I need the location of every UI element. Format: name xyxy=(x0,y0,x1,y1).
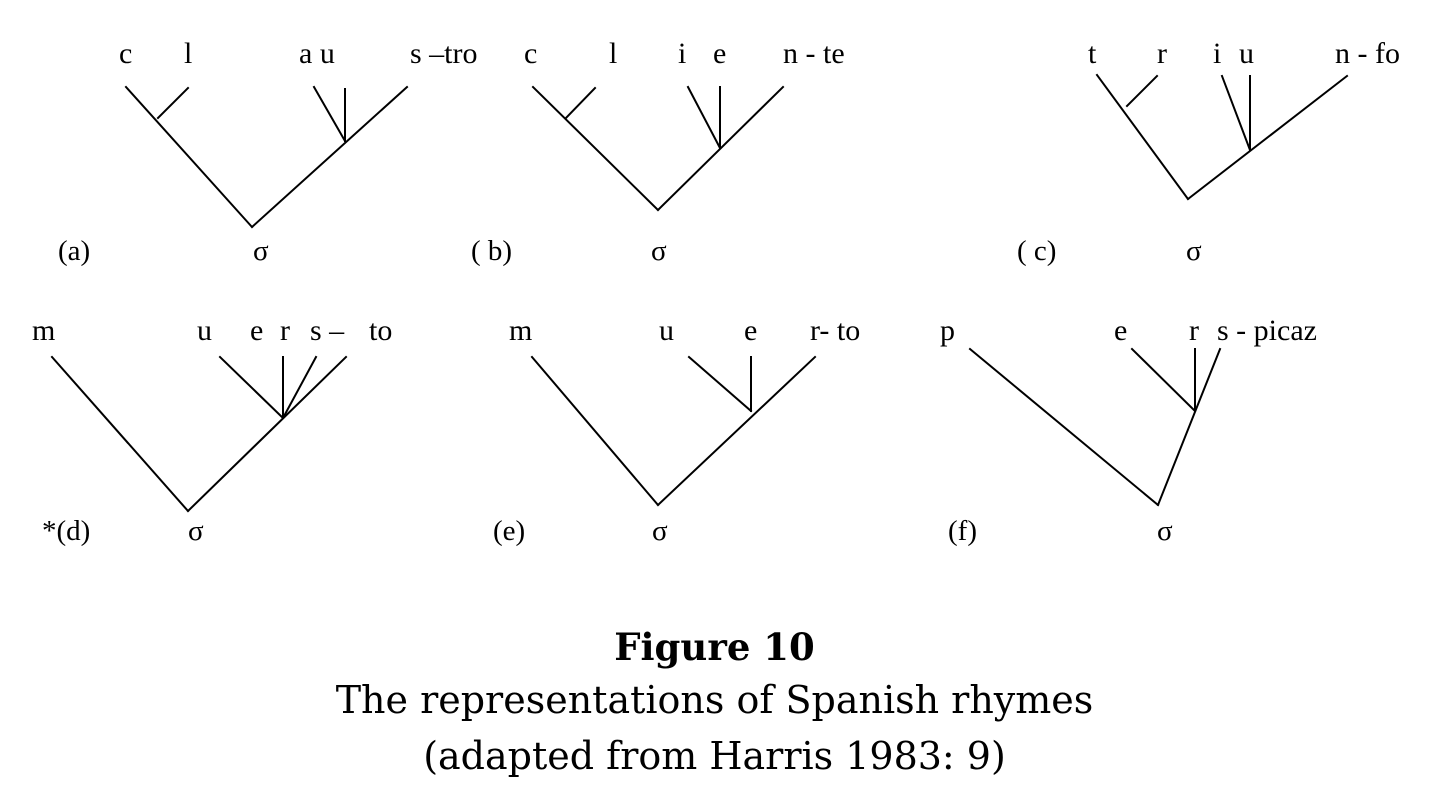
branch-c-i xyxy=(1220,74,1252,152)
segment-e-u: u xyxy=(659,314,674,347)
branch-e-onset xyxy=(530,355,660,507)
tree-d: m u e r s – to *(d) σ xyxy=(32,314,392,547)
segment-d-r: r xyxy=(280,314,290,347)
segment-f-r: r xyxy=(1189,314,1199,347)
figure-caption-line-2: (adapted from Harris 1983: 9) xyxy=(423,734,1006,778)
sigma-d: σ xyxy=(188,515,204,547)
branch-d-onset xyxy=(50,355,190,513)
tree-c: t r i u n - fo ( c) σ xyxy=(1017,37,1400,267)
segment-c-r: r xyxy=(1157,37,1167,70)
segment-a-au: a u xyxy=(299,37,335,70)
tree-b: c l i e n - te ( b) σ xyxy=(471,37,845,267)
syllable-tree-diagram: c l a u s –tro (a) σ c l i e n - te ( b)… xyxy=(32,37,1400,547)
segment-e-m: m xyxy=(509,314,532,347)
tree-f: p e r s - picaz (f) σ xyxy=(940,314,1317,547)
branch-f-e xyxy=(1130,347,1197,413)
segment-b-i: i xyxy=(678,37,686,70)
segment-a-l: l xyxy=(184,37,192,70)
segment-f-e: e xyxy=(1114,314,1127,347)
segment-d-s: s – xyxy=(310,314,345,347)
figure-title: Figure 10 xyxy=(614,625,815,669)
segment-f-p: p xyxy=(940,314,955,347)
segment-d-m: m xyxy=(32,314,55,347)
branch-a-onset xyxy=(124,85,254,229)
label-d: *(d) xyxy=(42,515,90,547)
sigma-a: σ xyxy=(253,235,269,267)
figure-caption-line-1: The representations of Spanish rhymes xyxy=(335,678,1094,722)
branch-f-rhyme xyxy=(1156,347,1222,507)
branch-c-rhyme xyxy=(1186,74,1349,201)
branch-a-a xyxy=(312,85,347,143)
branch-d-u xyxy=(218,355,285,420)
branch-e-rhyme xyxy=(656,355,817,507)
branch-a-l xyxy=(156,86,190,120)
segment-b-l: l xyxy=(609,37,617,70)
segment-d-to: to xyxy=(369,314,392,347)
branch-b-onset xyxy=(531,85,660,212)
segment-d-e: e xyxy=(250,314,263,347)
label-b: ( b) xyxy=(471,235,512,267)
segment-b-nte: n - te xyxy=(783,37,845,70)
branch-d-r xyxy=(281,355,318,420)
figure-caption: Figure 10 The representations of Spanish… xyxy=(0,622,1429,784)
branch-d-rhyme xyxy=(186,355,348,513)
branch-c-r xyxy=(1125,74,1159,108)
label-e: (e) xyxy=(493,515,525,547)
label-c: ( c) xyxy=(1017,235,1056,267)
branch-b-l xyxy=(564,86,597,120)
segment-b-e: e xyxy=(713,37,726,70)
tree-a: c l a u s –tro (a) σ xyxy=(58,37,478,267)
segment-b-c: c xyxy=(524,37,537,70)
label-a: (a) xyxy=(58,235,90,267)
segment-e-e: e xyxy=(744,314,757,347)
segment-c-nfo: n - fo xyxy=(1335,37,1400,70)
segment-c-i: i xyxy=(1213,37,1221,70)
segment-c-t: t xyxy=(1088,37,1097,70)
sigma-f: σ xyxy=(1157,515,1173,547)
segment-d-u: u xyxy=(197,314,212,347)
branch-b-i xyxy=(686,85,722,150)
segment-a-c: c xyxy=(119,37,132,70)
sigma-b: σ xyxy=(651,235,667,267)
branch-f-onset xyxy=(968,347,1160,507)
segment-a-stro: s –tro xyxy=(410,37,478,70)
sigma-e: σ xyxy=(652,515,668,547)
sigma-c: σ xyxy=(1186,235,1202,267)
tree-e: m u e r- to (e) σ xyxy=(493,314,860,547)
label-f: (f) xyxy=(948,515,977,547)
branch-e-u xyxy=(687,355,753,413)
branch-c-onset xyxy=(1095,73,1190,201)
segment-c-u: u xyxy=(1239,37,1254,70)
segment-f-spicaz: s - picaz xyxy=(1217,314,1317,347)
branch-a-rhyme xyxy=(250,85,409,229)
segment-e-rto: r- to xyxy=(810,314,860,347)
